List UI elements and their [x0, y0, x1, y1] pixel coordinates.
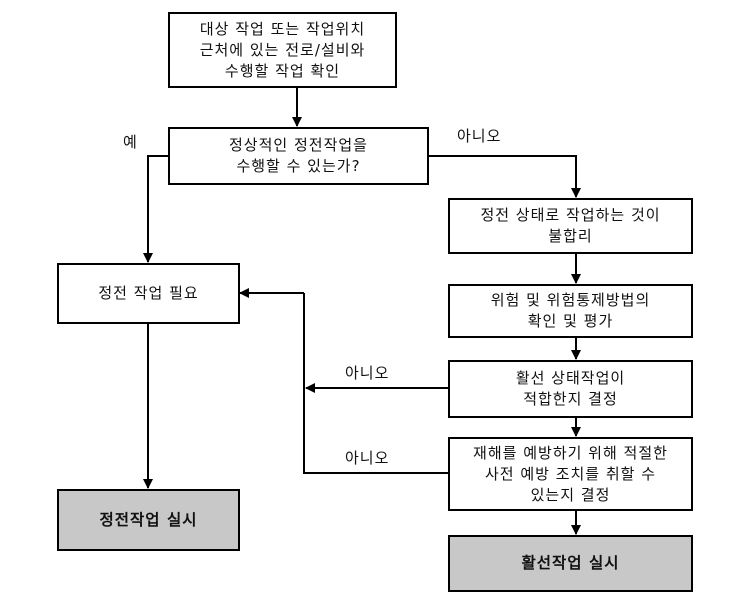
live-suitable-text: 활선 상태작업이 적합한지 결정	[515, 369, 626, 408]
arrow-yes-to-deenergized	[143, 155, 168, 263]
decision-text: 정상적인 정전작업을 수행할 수 있는가?	[229, 136, 368, 175]
decision-box: 정상적인 정전작업을 수행할 수 있는가?	[168, 127, 429, 185]
do-deenergized-box: 정전작업 실시	[57, 489, 240, 551]
no-label-decision: 아니오	[457, 127, 502, 145]
assess-hazard-text: 위험 및 위험통제방법의 확인 및 평가	[490, 291, 651, 330]
no-label-prevent-harm: 아니오	[345, 449, 390, 467]
prevent-harm-text: 재해를 예방하기 위해 적절한 사전 예방 조치를 취할 수 있는지 결정	[473, 443, 668, 504]
do-live-text: 활선작업 실시	[521, 554, 620, 572]
unreasonable-text: 정전 상태로 작업하는 것이 불합리	[480, 206, 661, 245]
do-live-box: 활선작업 실시	[448, 535, 693, 592]
unreasonable-box: 정전 상태로 작업하는 것이 불합리	[448, 198, 693, 254]
prevent-harm-box: 재해를 예방하기 위해 적절한 사전 예방 조치를 취할 수 있는지 결정	[448, 437, 693, 511]
deenergized-needed-text: 정전 작업 필요	[98, 284, 199, 302]
deenergized-needed-box: 정전 작업 필요	[57, 263, 240, 324]
arrow-no-from-prevent-harm	[303, 293, 448, 474]
identify-work-text: 대상 작업 또는 작업위치 근처에 있는 전로/설비와 수행할 작업 확인	[199, 19, 366, 80]
do-deenergized-text: 정전작업 실시	[99, 510, 198, 529]
no-label-live-suitable: 아니오	[345, 364, 390, 382]
assess-hazard-box: 위험 및 위험통제방법의 확인 및 평가	[448, 284, 693, 338]
yes-label: 예	[123, 133, 138, 151]
arrow-no-to-unreasonable	[429, 155, 581, 198]
identify-work-box: 대상 작업 또는 작업위치 근처에 있는 전로/설비와 수행할 작업 확인	[168, 12, 397, 88]
live-suitable-box: 활선 상태작업이 적합한지 결정	[448, 360, 693, 418]
